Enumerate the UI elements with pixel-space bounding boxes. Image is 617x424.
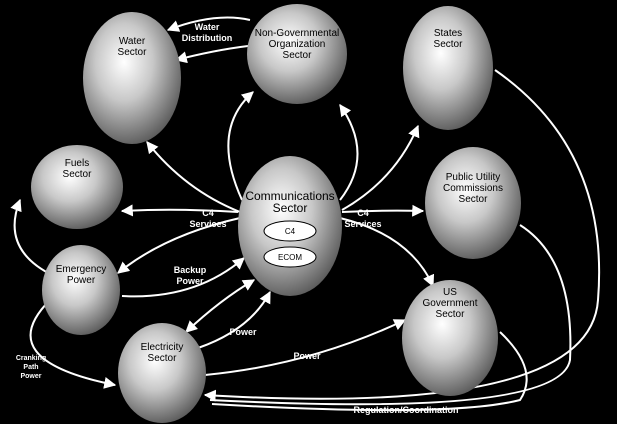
node-label: Water xyxy=(119,36,146,47)
node-label: Communications xyxy=(245,189,334,203)
edge-comms-to-ngo-left xyxy=(227,91,254,201)
node-c4: C4 xyxy=(263,220,317,242)
edge-comms-to-states xyxy=(341,124,420,211)
edge-comms-to-fuels xyxy=(120,204,239,217)
node-label: Public Utility xyxy=(446,172,500,183)
node-label: Organization xyxy=(269,39,326,50)
edge-electricity-to-comms-power xyxy=(197,290,271,349)
node-label: Non-Governmental xyxy=(255,28,339,39)
edge-comms-to-ngo-right xyxy=(339,104,359,201)
edge-comms-to-water xyxy=(146,141,241,213)
edge-states-regulation xyxy=(203,69,601,402)
node-label: Emergency xyxy=(56,264,107,275)
node-label: Electricity xyxy=(141,342,184,353)
node-label: States xyxy=(434,28,462,39)
node-label: Fuels xyxy=(65,158,89,169)
node-label: Sector xyxy=(63,169,93,180)
edge-usgov-regulation xyxy=(211,331,528,412)
node-label: Sector xyxy=(436,309,466,320)
node-label: Commissions xyxy=(443,183,503,194)
edge-cranking-to-fuels xyxy=(10,198,55,277)
edge-ngo-to-water-a xyxy=(166,16,251,32)
node-label: Sector xyxy=(283,50,313,61)
edge-label-power-comms: Power xyxy=(229,327,257,337)
node-label: ECOM xyxy=(278,253,302,262)
edge-puc-regulation xyxy=(209,224,572,406)
edge-ngo-to-water-b xyxy=(174,45,249,64)
edge-electricity-comms-bidir xyxy=(185,279,256,333)
node-label: Government xyxy=(422,298,477,309)
node-label: Sector xyxy=(118,47,148,58)
edge-comms-to-usgov xyxy=(339,217,435,288)
edge-label-power-usgov: Power xyxy=(293,351,321,361)
edge-electricity-to-usgov xyxy=(204,319,407,376)
node-label: Power xyxy=(67,275,96,286)
edge-comms-to-puc xyxy=(341,204,425,217)
edge-comms-to-emergency xyxy=(117,217,241,274)
node-label: Sector xyxy=(459,194,489,205)
edges xyxy=(10,16,601,412)
node-label: US xyxy=(443,287,457,298)
edge-cranking-path xyxy=(29,299,117,389)
node-label: Sector xyxy=(148,353,178,364)
node-label: Sector xyxy=(434,39,464,50)
node-label: C4 xyxy=(285,227,296,236)
node-ecom: ECOM xyxy=(263,246,317,268)
node-label: Sector xyxy=(273,201,308,215)
edge-label-regulation-coordination: Regulation/Coordination xyxy=(354,405,459,415)
